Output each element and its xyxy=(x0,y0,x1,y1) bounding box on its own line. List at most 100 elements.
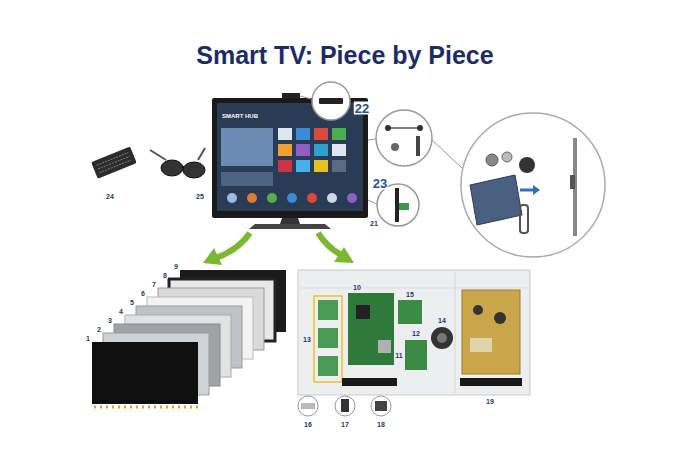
glasses-lens xyxy=(183,162,205,178)
remote-control xyxy=(91,146,137,178)
screen-icon xyxy=(347,193,357,203)
glasses-bridge xyxy=(182,166,184,168)
small-board xyxy=(318,328,338,348)
screen-tile xyxy=(332,160,346,172)
chassis-foot xyxy=(460,378,522,386)
mount-bracket xyxy=(416,136,420,156)
bracket-disc xyxy=(502,152,512,162)
callout-number: 24 xyxy=(105,193,115,200)
callout-number: 4 xyxy=(118,308,124,315)
callout-number: 23 xyxy=(372,177,388,190)
callout-number: 12 xyxy=(411,330,421,337)
screen-icon xyxy=(327,193,337,203)
tv-stand-neck xyxy=(280,218,300,224)
screen-icon xyxy=(247,193,257,203)
callout-number: 7 xyxy=(151,281,157,288)
callout-circle xyxy=(376,110,432,166)
screen-tile xyxy=(221,128,273,166)
chassis-foot xyxy=(342,378,397,386)
speaker-cone xyxy=(437,333,447,343)
callout-number: 15 xyxy=(405,291,415,298)
transformer xyxy=(470,338,492,352)
bracket-arrow xyxy=(520,189,535,192)
callout-circle xyxy=(461,113,605,257)
screen-icon xyxy=(227,193,237,203)
3d-glasses xyxy=(150,148,205,178)
chip xyxy=(356,305,370,319)
connector-part xyxy=(375,401,387,411)
connector-part xyxy=(301,403,315,409)
bracket-knob xyxy=(519,157,535,173)
panel-layers xyxy=(92,270,286,407)
callout-number: 10 xyxy=(352,284,362,291)
bracket-side xyxy=(570,175,575,189)
callout-number: 1 xyxy=(85,335,91,342)
green-arrow xyxy=(318,233,340,254)
callout-circle xyxy=(298,396,318,416)
screen-tile xyxy=(314,160,328,172)
chassis-rib xyxy=(455,272,456,393)
glasses-lens xyxy=(161,160,183,176)
screen-logo: SMART HUB xyxy=(221,113,259,119)
callout-number: 18 xyxy=(376,421,386,428)
screen-tile xyxy=(296,128,310,140)
callout-number: 25 xyxy=(195,193,205,200)
back-chassis xyxy=(298,270,530,395)
capacitor xyxy=(473,305,483,315)
tv-camera xyxy=(282,93,300,98)
screen-tile xyxy=(314,128,328,140)
small-board xyxy=(405,340,427,370)
bracket-arrow xyxy=(533,185,540,195)
screen-tile xyxy=(296,160,310,172)
callout-number: 17 xyxy=(340,421,350,428)
screen-icon xyxy=(307,193,317,203)
led-strip xyxy=(94,406,198,409)
callout-circle xyxy=(335,396,355,416)
bracket-clip xyxy=(520,205,528,233)
camera-module xyxy=(319,98,343,104)
small-board xyxy=(398,300,422,324)
callout-circle xyxy=(377,184,419,226)
chassis-rib xyxy=(300,288,528,289)
callout-number: 22 xyxy=(354,102,370,115)
chassis-plate xyxy=(298,270,530,395)
callout-number: 13 xyxy=(302,336,312,343)
callout-number: 11 xyxy=(394,352,403,359)
callout-circle xyxy=(371,396,391,416)
callout-number: 19 xyxy=(485,398,495,405)
connector-part xyxy=(341,399,349,412)
leader-line xyxy=(300,96,311,99)
screen-tile xyxy=(278,144,292,156)
screen-tile xyxy=(296,144,310,156)
screen-icon xyxy=(287,193,297,203)
leader-line xyxy=(368,200,377,204)
capacitor xyxy=(494,312,506,324)
callout-number: 8 xyxy=(162,272,168,279)
callout-number: 2 xyxy=(96,326,102,333)
screen-tile xyxy=(314,144,328,156)
front-panel xyxy=(92,342,198,404)
callout-number: 9 xyxy=(173,263,179,270)
side-board xyxy=(399,203,409,210)
speaker xyxy=(431,327,453,349)
green-arrow xyxy=(216,233,250,258)
side-bar xyxy=(395,188,399,222)
screen-tile xyxy=(278,160,292,172)
remote-keys xyxy=(100,160,132,173)
mount-screw xyxy=(385,125,391,131)
page-title: Smart TV: Piece by Piece xyxy=(196,41,493,70)
glasses-arm xyxy=(150,150,166,160)
mount-screw xyxy=(417,125,423,131)
mount-part xyxy=(391,143,399,151)
main-board xyxy=(348,293,394,365)
remote-body xyxy=(91,146,137,178)
screen-icon xyxy=(267,193,277,203)
callout-number: 14 xyxy=(437,317,447,324)
callout-number: 3 xyxy=(107,317,113,324)
bracket-plate xyxy=(470,175,522,225)
bracket-disc xyxy=(486,154,498,166)
callout-circle xyxy=(312,82,350,120)
callout-number: 21 xyxy=(369,220,379,227)
tv-bezel xyxy=(212,98,368,218)
